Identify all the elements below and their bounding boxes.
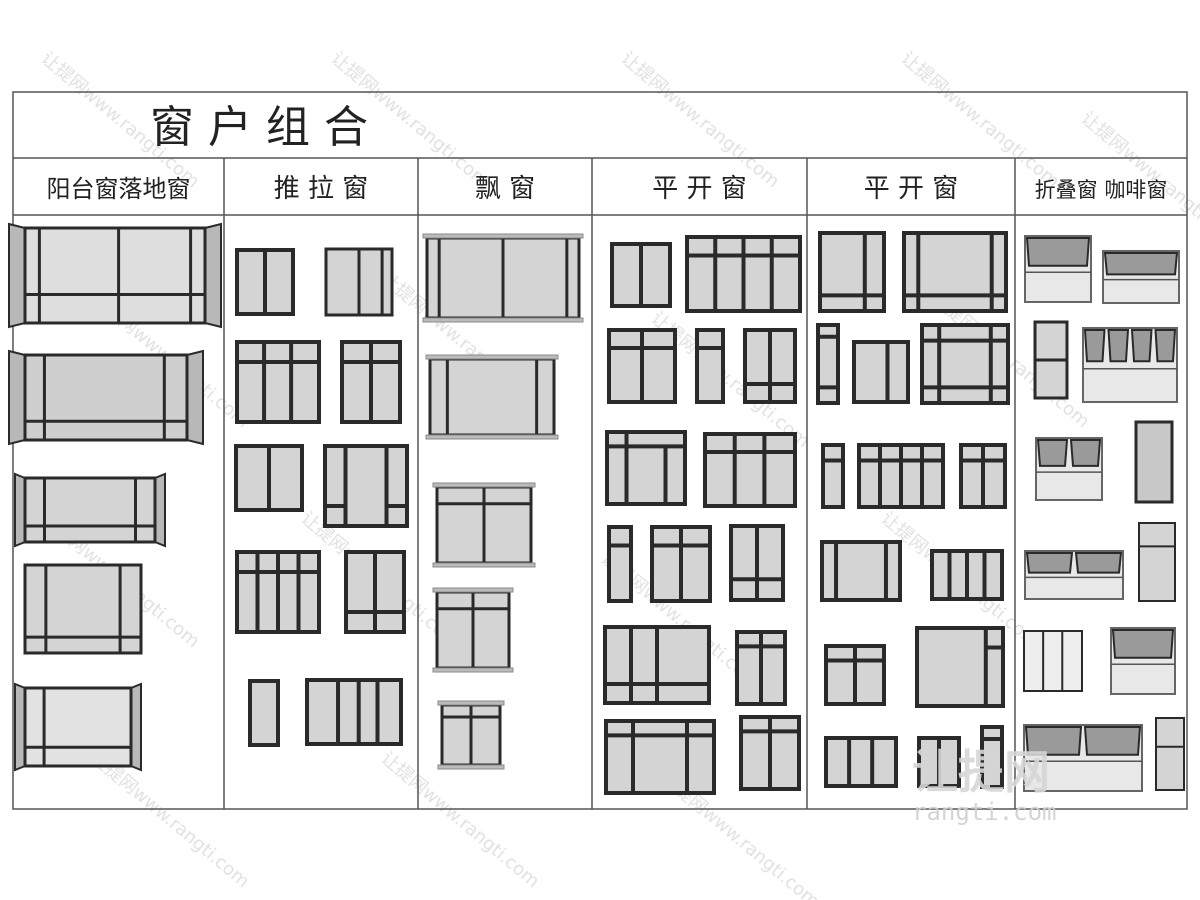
watermark-tile-text: 让提网www.rangti.com — [87, 748, 254, 892]
window-drawing — [340, 340, 402, 424]
window-drawing — [820, 540, 902, 602]
window-drawing — [603, 625, 711, 705]
table-border — [12, 91, 1188, 810]
window-drawing — [915, 626, 1005, 708]
awning-window-drawing — [1110, 627, 1176, 695]
column-header: 平 开 窗 — [864, 174, 959, 204]
window-drawing — [422, 233, 584, 323]
window-drawing — [23, 226, 207, 325]
window-drawing — [437, 700, 505, 770]
window-drawing — [23, 686, 133, 768]
window-drawing — [920, 323, 1010, 405]
window-drawing — [607, 328, 677, 404]
window-drawing — [821, 443, 845, 509]
bay-window-drawing — [8, 222, 222, 329]
window-drawing — [695, 328, 725, 404]
window-drawing — [425, 354, 559, 440]
window-drawing — [305, 678, 403, 746]
window-drawing — [23, 563, 143, 655]
awning-window-drawing — [1035, 437, 1103, 501]
awning-window-drawing — [1023, 724, 1143, 792]
window-drawing — [605, 430, 687, 506]
window-drawing — [604, 719, 716, 795]
awning-window-drawing — [1082, 327, 1178, 403]
window-drawing — [703, 432, 797, 508]
window-drawing — [917, 736, 961, 788]
column-dividers — [223, 158, 1016, 809]
window-drawings — [8, 222, 1185, 795]
watermark-tile-text: 让提网www.rangti.com — [897, 48, 1064, 192]
window-drawing — [743, 328, 797, 404]
window-drawing — [857, 443, 945, 509]
column-header: 推 拉 窗 — [274, 174, 369, 204]
awning-window-drawing — [1024, 550, 1124, 600]
window-drawing — [1138, 522, 1176, 602]
window-drawing — [735, 630, 787, 706]
window-drawing — [1155, 717, 1185, 791]
window-drawing — [607, 525, 633, 603]
window-drawing — [980, 725, 1004, 789]
window-drawing — [432, 482, 536, 568]
window-drawing — [432, 587, 514, 673]
window-drawing — [323, 444, 409, 528]
column-header: 飘 窗 — [475, 174, 535, 204]
window-drawing — [235, 550, 321, 634]
column-header: 阳台窗落地窗 — [47, 175, 191, 203]
window-drawing — [610, 242, 672, 308]
watermark-tile-text: 让提网www.rangti.com — [617, 48, 784, 192]
window-drawing — [818, 231, 886, 313]
window-drawing — [248, 679, 280, 747]
window-drawing — [650, 525, 712, 603]
window-drawing — [959, 443, 1007, 509]
window-drawing — [685, 235, 802, 313]
window-drawing — [23, 353, 189, 442]
column-header: 折叠窗 咖啡窗 — [1035, 178, 1168, 202]
watermark-logo: 让提网 rangti.com — [912, 745, 1057, 826]
window-drawing — [816, 323, 840, 405]
window-drawing — [824, 644, 886, 706]
window-drawing — [235, 248, 295, 316]
column-header: 平 开 窗 — [652, 174, 747, 204]
window-drawing — [739, 715, 801, 791]
window-drawing — [1033, 320, 1069, 400]
window-drawing — [902, 231, 1008, 313]
page-title: 窗 户 组 合 — [150, 102, 368, 153]
window-drawing — [23, 476, 157, 544]
column-headers: 阳台窗落地窗 推 拉 窗 飘 窗 平 开 窗 平 开 窗 折叠窗 咖啡窗 — [47, 174, 1168, 204]
awning-window-drawing — [1024, 235, 1092, 303]
watermark-url-text: rangti.com — [912, 798, 1057, 826]
window-drawing — [234, 444, 304, 512]
awning-window-drawing — [1102, 250, 1180, 304]
watermark-logo-text: 让提网 — [912, 745, 1050, 799]
window-drawing — [1134, 420, 1174, 504]
window-drawing — [729, 524, 785, 602]
window-drawing — [852, 340, 910, 404]
window-drawing — [824, 736, 898, 788]
window-drawing — [930, 549, 1004, 601]
window-drawing — [344, 550, 406, 634]
window-drawing — [235, 340, 321, 424]
window-drawing — [324, 247, 394, 317]
window-drawing — [1023, 630, 1083, 692]
bay-window-drawing — [8, 349, 204, 446]
